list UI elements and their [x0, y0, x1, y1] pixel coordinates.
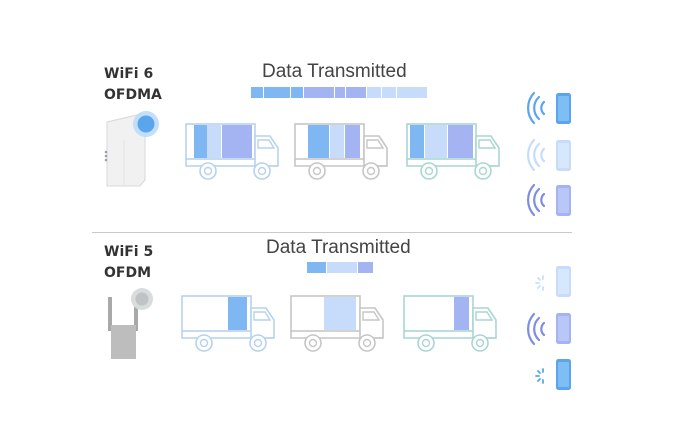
wifi5-truck-1	[181, 295, 275, 352]
wifi5-truck-3	[403, 295, 497, 352]
wifi6-label: WiFi 6 OFDMA	[104, 64, 162, 106]
wifi5-router	[108, 288, 153, 359]
wifi6-label-line1: WiFi 6	[104, 66, 154, 82]
wifi5-signal-icon	[526, 312, 546, 346]
wifi5-label-line1: WiFi 5	[104, 244, 154, 260]
wifi6-truck-3	[406, 123, 500, 180]
wifi5-device-2	[526, 312, 571, 346]
wifi6-data-bar	[251, 87, 427, 98]
wifi6-device-1	[526, 91, 571, 125]
wifi6-device-2	[526, 138, 571, 172]
wifi6-truck-2	[294, 123, 388, 180]
wifi5-truck-2	[290, 295, 384, 352]
wifi6-signal-1-icon	[526, 91, 546, 125]
wifi6-title: Data Transmitted	[262, 61, 407, 82]
wifi6-router	[104, 111, 159, 187]
wifi6-signal-3-icon	[526, 183, 546, 217]
wifi5-device-3	[535, 359, 571, 390]
wifi5-label-line2: OFDM	[104, 265, 152, 281]
loading-spinner-icon	[535, 368, 544, 384]
wifi6-label-line2: OFDMA	[104, 87, 162, 103]
wifi5-label: WiFi 5 OFDM	[104, 242, 153, 284]
wifi5-title: Data Transmitted	[266, 237, 411, 258]
wifi5-data-bar	[307, 262, 373, 273]
section-divider	[92, 232, 572, 233]
loading-spinner-icon	[535, 275, 544, 291]
wifi6-signal-2-icon	[526, 138, 546, 172]
wifi5-device-1	[535, 266, 571, 297]
wifi6-device-3	[526, 183, 571, 217]
wifi6-truck-1	[185, 123, 279, 180]
